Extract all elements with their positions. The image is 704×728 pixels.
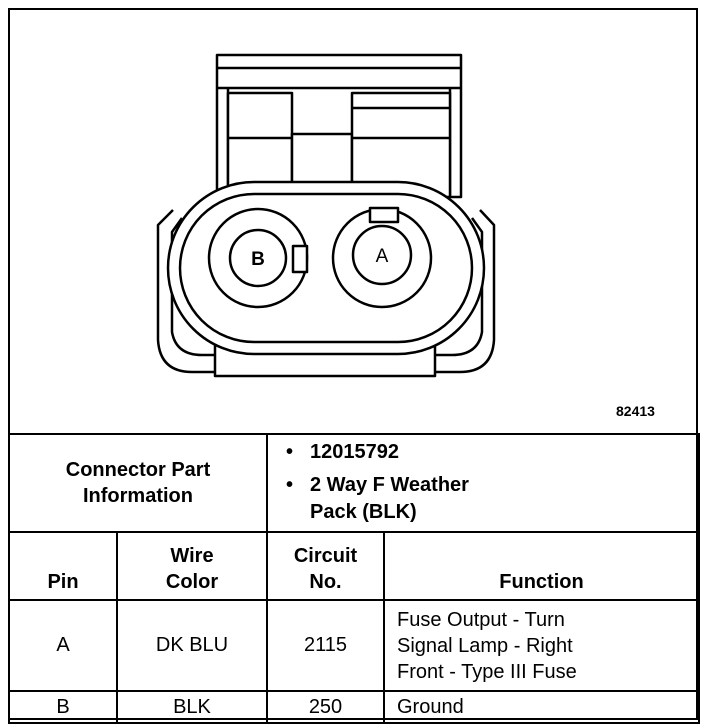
cavity-a-ring	[351, 224, 413, 286]
part-description-line2: Pack (BLK)	[310, 501, 417, 523]
cavity-b-key	[291, 244, 309, 274]
outer-seal	[166, 180, 486, 356]
part-description-line1: 2 Way F Weather	[286, 472, 698, 499]
inner-seal	[178, 192, 474, 344]
connector-drawing: B A	[10, 10, 696, 434]
table-row: A DK BLU 2115 Fuse Output - Turn Signal …	[8, 599, 700, 692]
figure-id: 82413	[616, 403, 655, 419]
connector-info-table: Connector Part Information 12015792 2 Wa…	[8, 433, 700, 724]
col-pin: Pin	[8, 531, 118, 601]
pin-a-label: A	[376, 246, 389, 267]
pin-b-label: B	[251, 249, 265, 270]
lock-block-right	[350, 91, 452, 199]
part-info-row: Connector Part Information 12015792 2 Wa…	[8, 433, 700, 533]
function-cell: Fuse Output - Turn Signal Lamp - Right F…	[383, 599, 700, 692]
cavity-a-key	[368, 206, 400, 224]
col-wire-color: Wire Color	[116, 531, 268, 601]
col-circuit: Circuit No.	[266, 531, 385, 601]
function-cell: Ground	[383, 690, 700, 724]
column-header-row: Pin Wire Color Circuit No. Function	[8, 531, 700, 601]
table-row: B BLK 250 Ground	[8, 690, 700, 724]
connector-face-svg: B A	[156, 53, 496, 378]
pin-cell: A	[8, 599, 118, 692]
cavity-b-ring	[228, 228, 288, 288]
pin-cell: B	[8, 690, 118, 724]
wire-color-cell: DK BLU	[116, 599, 268, 692]
circuit-cell: 2115	[266, 599, 385, 692]
col-function: Function	[383, 531, 700, 601]
wire-color-cell: BLK	[116, 690, 268, 724]
part-number: 12015792	[286, 439, 698, 466]
part-info-label: Connector Part Information	[8, 433, 268, 533]
part-info-values: 12015792 2 Way F Weather Pack (BLK)	[266, 433, 700, 533]
circuit-cell: 250	[266, 690, 385, 724]
